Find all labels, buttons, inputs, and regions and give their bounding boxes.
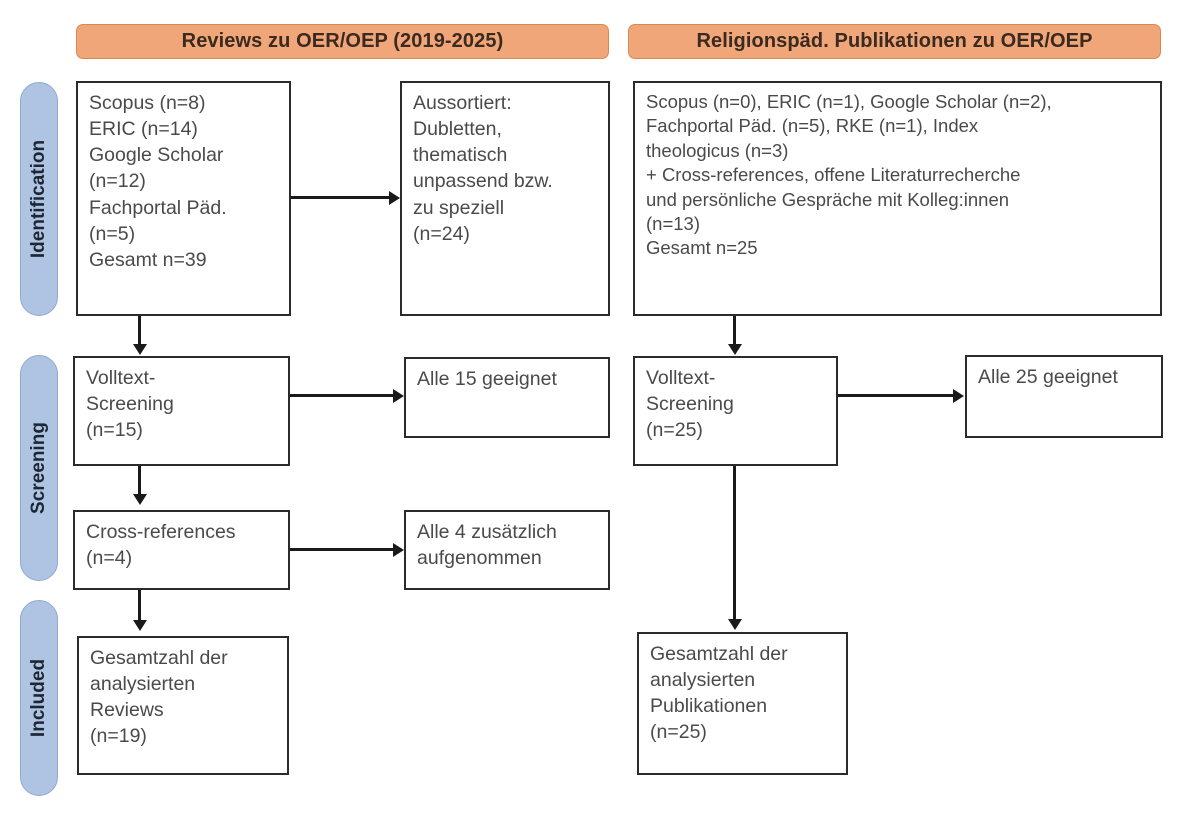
- phase-label-screening: Screening: [20, 355, 58, 581]
- left-fulltext-result-box: Alle 15 geeignet: [404, 357, 610, 438]
- arrowhead-right-sources-to-screening: [727, 344, 742, 355]
- column-header-left: Reviews zu OER/OEP (2019-2025): [76, 24, 609, 59]
- right-fulltext-result-box: Alle 25 geeignet: [965, 355, 1163, 438]
- arrowhead-right-screening-to-result: [953, 389, 964, 403]
- arrowhead-left-screening-to-result: [393, 389, 404, 403]
- connector-right-screening-to-included: [733, 466, 736, 621]
- arrowhead-left-crossrefs-to-result: [393, 543, 404, 557]
- connector-left-crossrefs-to-result: [290, 548, 394, 551]
- phase-label-included: Included: [20, 600, 58, 796]
- right-identification-sources-box: Scopus (n=0), ERIC (n=1), Google Scholar…: [633, 81, 1162, 316]
- connector-right-sources-to-screening: [733, 316, 736, 346]
- arrowhead-right-screening-to-included: [727, 619, 742, 630]
- left-excluded-box: Aussortiert: Dubletten, thematisch unpas…: [400, 81, 610, 316]
- right-included-total-box: Gesamtzahl der analysierten Publikatione…: [637, 632, 848, 775]
- connector-left-crossrefs-to-included: [138, 590, 141, 622]
- connector-left-screening-to-result: [290, 394, 394, 397]
- phase-label-included-text: Included: [28, 658, 49, 738]
- connector-left-sources-to-excluded: [291, 196, 390, 199]
- left-fulltext-screening-box: Volltext- Screening (n=15): [73, 356, 290, 466]
- left-cross-references-result-box: Alle 4 zusätzlich aufgenommen: [404, 510, 610, 590]
- left-included-total-box: Gesamtzahl der analysierten Reviews (n=1…: [77, 636, 289, 775]
- left-cross-references-box: Cross-references (n=4): [73, 510, 290, 590]
- phase-label-identification: Identification: [20, 82, 58, 316]
- arrowhead-left-crossrefs-to-included: [132, 620, 147, 631]
- connector-left-sources-to-screening: [138, 316, 141, 346]
- column-header-right: Religionspäd. Publikationen zu OER/OEP: [628, 24, 1161, 59]
- left-identification-sources-box: Scopus (n=8) ERIC (n=14) Google Scholar …: [76, 81, 291, 316]
- arrowhead-left-screening-to-crossrefs: [132, 494, 147, 505]
- arrowhead-left-sources-to-excluded: [389, 191, 400, 205]
- phase-label-identification-text: Identification: [28, 139, 49, 259]
- connector-left-screening-to-crossrefs: [138, 466, 141, 496]
- connector-right-screening-to-result: [838, 394, 954, 397]
- arrowhead-left-sources-to-screening: [132, 344, 147, 355]
- phase-label-screening-text: Screening: [28, 422, 49, 514]
- right-fulltext-screening-box: Volltext- Screening (n=25): [633, 356, 838, 466]
